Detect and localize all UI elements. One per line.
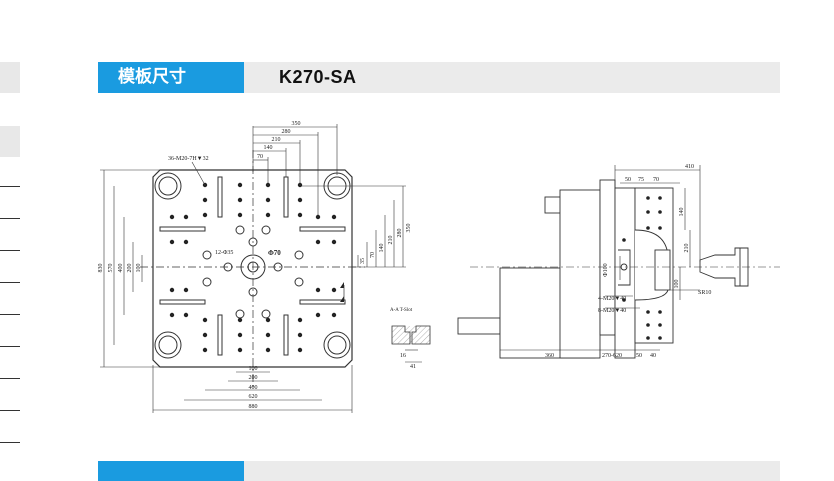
dim-left-100: 100 — [136, 264, 142, 273]
dim-top-350: 350 — [292, 121, 301, 127]
platen-drawing: 350 280 210 140 70 36-M20-7H▼32 100 200 … — [98, 121, 780, 413]
dim-bottom-880: 880 — [249, 404, 258, 410]
dim-left-400: 400 — [118, 264, 124, 273]
bottom-dimensions — [152, 365, 353, 413]
front-view — [140, 150, 365, 390]
side-view — [457, 179, 780, 359]
dim-top-210: 210 — [272, 137, 281, 143]
thread-label-1: 4-M20▼40 — [598, 296, 626, 302]
slot-dim-41: 41 — [410, 364, 416, 370]
left-dimensions — [100, 169, 160, 368]
dim-right-210: 210 — [388, 236, 394, 245]
dim-bottom-400: 400 — [249, 385, 258, 391]
dim-right-140: 140 — [379, 244, 385, 253]
left-panel-line — [0, 346, 20, 347]
left-panel-line — [0, 186, 20, 187]
center-hole-label: Φ70 — [268, 249, 281, 257]
next-section-header — [98, 461, 780, 481]
dim-bottom-100: 100 — [249, 366, 258, 372]
bolt-holes — [169, 182, 337, 353]
slot-detail-label: A-A T-Slot — [390, 308, 413, 313]
dim-right-350: 350 — [406, 224, 412, 233]
right-dimensions — [300, 185, 406, 268]
locating-holes-label: 12-Φ35 — [215, 250, 233, 256]
side-dim-210: 210 — [684, 244, 690, 253]
dim-bottom-620: 620 — [249, 394, 258, 400]
side-dim-410: 410 — [685, 164, 694, 170]
left-panel-block-2 — [0, 126, 20, 157]
side-dim-50b: 50 — [636, 353, 642, 359]
dim-left-200: 200 — [127, 264, 133, 273]
dim-top-280: 280 — [282, 129, 291, 135]
thread-label-2: 8-M20▼40 — [598, 308, 626, 314]
left-panel-line — [0, 218, 20, 219]
left-panel-line — [0, 442, 20, 443]
left-panel-line — [0, 410, 20, 411]
section-header: 模板尺寸 K270-SA — [98, 62, 780, 93]
bolt-pattern-label: 36-M20-7H▼32 — [168, 156, 209, 162]
dim-top-140: 140 — [264, 145, 273, 151]
side-dimensions — [500, 165, 701, 351]
ball-radius-label: SR10 — [698, 290, 711, 296]
left-panel-line — [0, 378, 20, 379]
side-dim-70: 70 — [653, 177, 659, 183]
side-dim-140: 140 — [679, 208, 685, 217]
side-dim-100: 100 — [674, 280, 680, 289]
dim-right-280: 280 — [397, 229, 403, 238]
left-panel-line — [0, 314, 20, 315]
left-panel-line — [0, 250, 20, 251]
side-dim-360: 360 — [545, 353, 554, 359]
side-bolt-holes — [622, 196, 662, 340]
slot-dim-16: 16 — [400, 353, 406, 359]
dim-left-570: 570 — [108, 264, 114, 273]
model-name: K270-SA — [279, 67, 357, 87]
side-dim-40: 40 — [650, 353, 656, 359]
side-dim-270-620: 270-620 — [602, 353, 622, 359]
t-slot-detail: A-A T-Slot 16 41 — [390, 308, 431, 370]
side-dia-label: Φ100 — [603, 263, 609, 276]
dim-bottom-200: 200 — [249, 375, 258, 381]
dim-right-35: 35 — [360, 258, 366, 264]
top-dimensions — [252, 124, 338, 217]
left-panel-line — [0, 282, 20, 283]
dim-left-830: 830 — [98, 264, 104, 273]
next-section-tab — [98, 461, 244, 481]
side-dim-50: 50 — [625, 177, 631, 183]
left-panel-block-1 — [0, 62, 20, 93]
dim-top-70: 70 — [257, 154, 263, 160]
section-title: 模板尺寸 — [98, 62, 244, 93]
side-dim-75: 75 — [638, 177, 644, 183]
dim-right-70: 70 — [370, 252, 376, 258]
